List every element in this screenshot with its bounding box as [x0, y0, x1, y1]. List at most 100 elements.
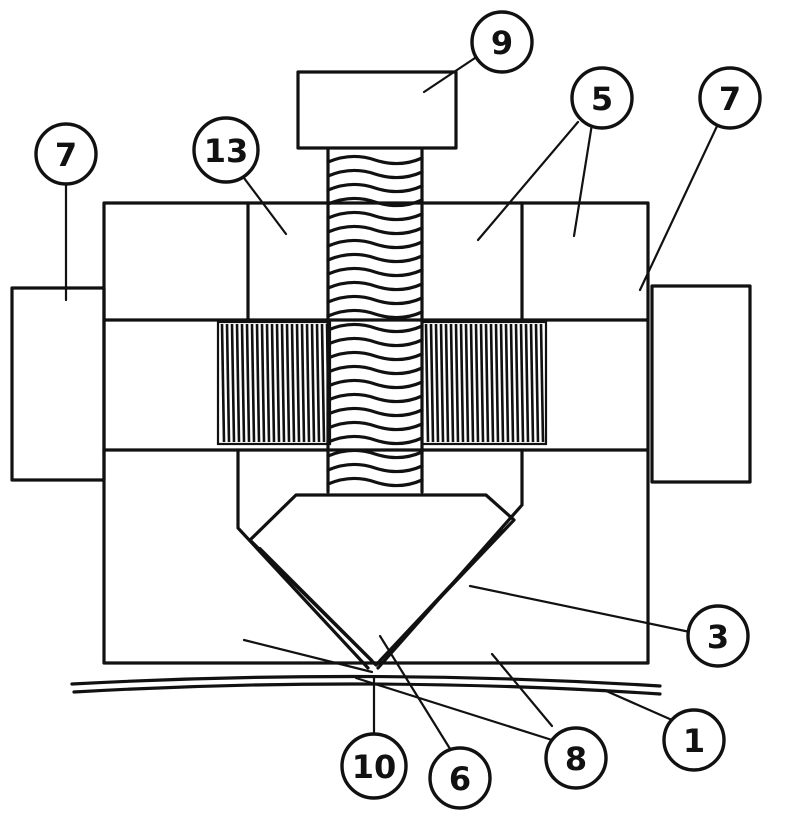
thread-turn [326, 350, 424, 362]
svg-text:8: 8 [565, 740, 587, 778]
thread-turn [326, 448, 424, 460]
callout-8: 8 [544, 726, 608, 790]
svg-text:13: 13 [204, 132, 249, 170]
coil-winding [250, 323, 256, 443]
thread-turn [326, 364, 424, 376]
svg-text:7: 7 [719, 80, 741, 118]
thread-turn [326, 322, 424, 334]
coil-winding [499, 323, 505, 443]
coil-winding [235, 323, 241, 443]
leader-6 [378, 634, 454, 754]
left-guide-wall [236, 448, 370, 670]
coil-winding [320, 323, 326, 443]
svg-text:7: 7 [55, 136, 77, 174]
coil-winding [439, 323, 445, 443]
coil-winding [484, 323, 490, 443]
thread-turn [326, 182, 424, 194]
coil-winding [539, 323, 545, 443]
leader-3 [468, 584, 692, 634]
coil-winding [524, 323, 530, 443]
callout-7-left: 7 [34, 122, 98, 186]
coil-winding [514, 323, 520, 443]
thread-turn [326, 336, 424, 348]
coil-left [220, 323, 331, 443]
right-guide-wall [376, 448, 524, 670]
coil-winding [459, 323, 465, 443]
leader-13 [236, 168, 288, 236]
bolt-thread [326, 154, 424, 488]
thread-turn [326, 210, 424, 222]
thread-turn [326, 420, 424, 432]
coil-winding [295, 323, 301, 443]
coil-winding [429, 323, 435, 443]
coil-winding [534, 323, 540, 443]
callout-10: 10 [340, 732, 408, 800]
coil-winding [519, 323, 525, 443]
callout-13: 13 [192, 116, 260, 184]
thread-turn [326, 462, 424, 474]
coil-winding [305, 323, 311, 443]
svg-text:10: 10 [352, 748, 397, 786]
thread-turn [326, 154, 424, 166]
coil-winding [315, 323, 321, 443]
leader-8a [490, 652, 554, 728]
coil-winding [300, 323, 306, 443]
conical-tool [248, 493, 516, 667]
sheet-lower-line [72, 682, 662, 696]
leader-5a [476, 120, 580, 242]
callout-1: 1 [662, 708, 726, 772]
coil-winding [449, 323, 455, 443]
svg-text:9: 9 [491, 24, 513, 62]
svg-text:6: 6 [449, 760, 471, 798]
right-side-block [650, 284, 752, 484]
coil-winding [265, 323, 271, 443]
coil-winding [230, 323, 236, 443]
thread-turn [326, 252, 424, 264]
coil-winding [469, 323, 475, 443]
svg-text:3: 3 [707, 618, 729, 656]
coil-winding [285, 323, 291, 443]
thread-turn [326, 280, 424, 292]
coil-winding [310, 323, 316, 443]
coil-winding [454, 323, 460, 443]
coil-winding [280, 323, 286, 443]
thread-turn [326, 392, 424, 404]
coil-winding [275, 323, 281, 443]
coil-right [424, 323, 545, 443]
coil-winding [479, 323, 485, 443]
thread-turn [326, 266, 424, 278]
callout-5: 5 [570, 66, 634, 130]
coil-winding [225, 323, 231, 443]
coil-winding [494, 323, 500, 443]
thread-turn [326, 238, 424, 250]
callout-9: 9 [470, 10, 534, 74]
callout-7-right: 7 [698, 66, 762, 130]
thread-turn [326, 434, 424, 446]
coil-winding [240, 323, 246, 443]
coil-winding [255, 323, 261, 443]
thread-turn [326, 294, 424, 306]
bolt-head [296, 70, 458, 150]
callout-6: 6 [428, 746, 492, 810]
leader-8b [354, 676, 554, 742]
coil-winding [444, 323, 450, 443]
sheet-crossing-line [242, 638, 374, 674]
leader-1 [602, 688, 674, 722]
svg-text:5: 5 [591, 80, 613, 118]
thread-turn [326, 308, 424, 320]
sheet-upper-line [70, 674, 662, 688]
coil-winding [220, 323, 226, 443]
coil-winding [290, 323, 296, 443]
coil-winding [504, 323, 510, 443]
leader-9 [422, 54, 480, 94]
thread-turn [326, 406, 424, 418]
callout-3: 3 [686, 604, 750, 668]
svg-text:1: 1 [683, 722, 705, 760]
coil-winding [270, 323, 276, 443]
leader-5b [572, 122, 594, 238]
coil-winding [509, 323, 515, 443]
coil-winding [489, 323, 495, 443]
thread-turn [326, 378, 424, 390]
